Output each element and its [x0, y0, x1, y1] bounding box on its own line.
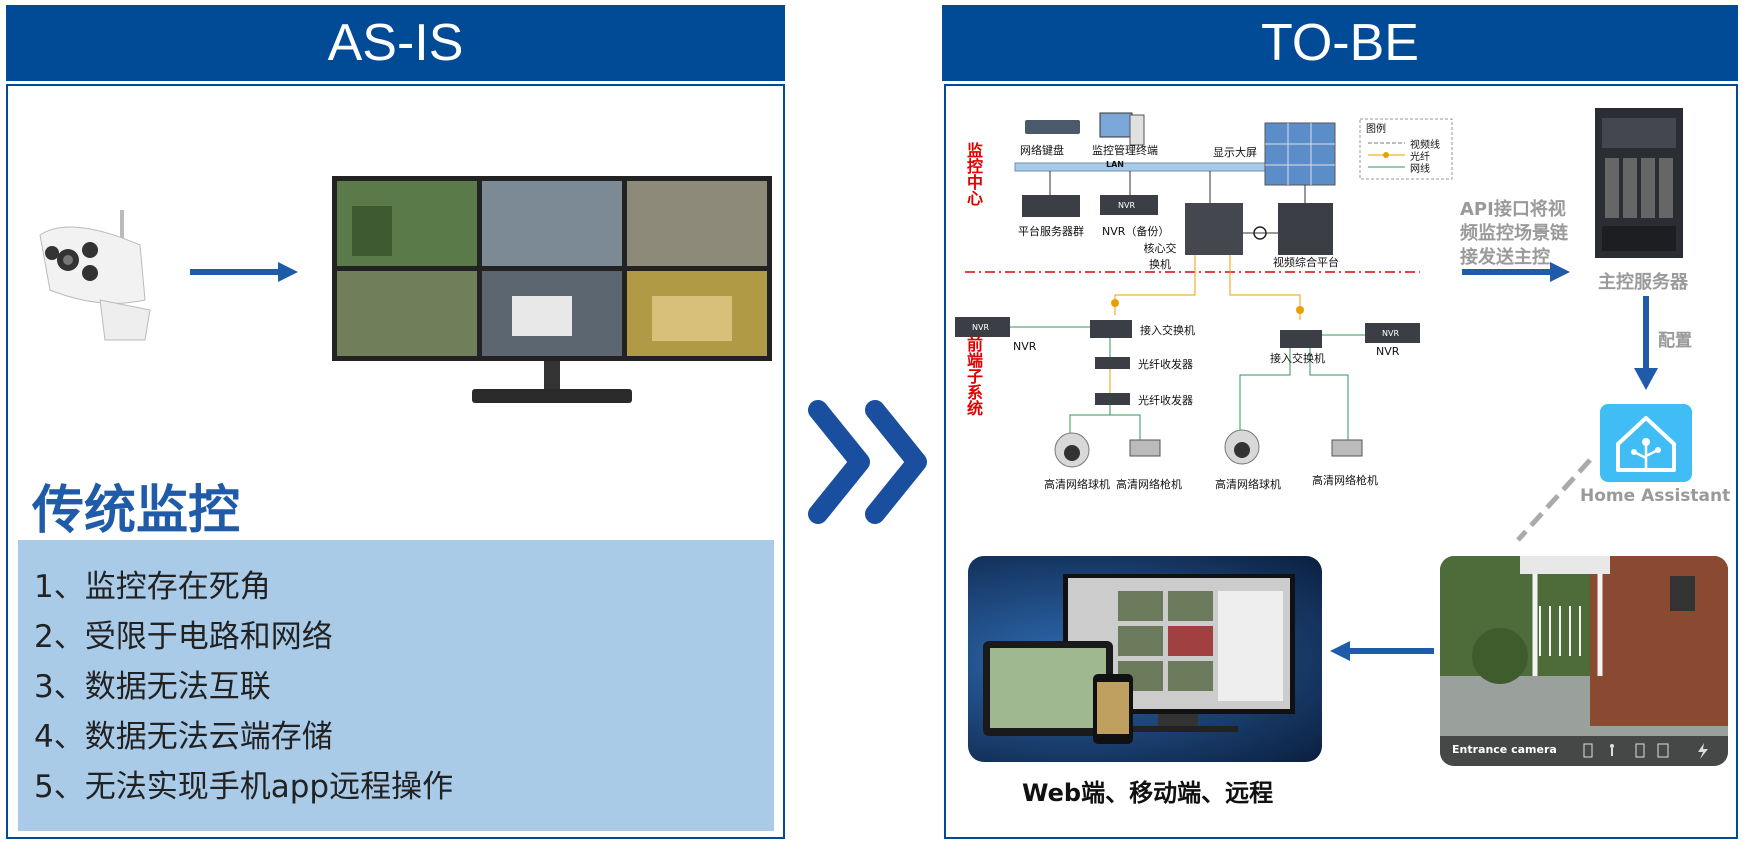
label-nvr-backup: NVR（备份）: [1102, 225, 1170, 238]
label-dome-1: 高清网络球机: [1044, 478, 1110, 491]
label-access-switch-2: 接入交换机: [1270, 352, 1325, 365]
label-lan: LAN: [1106, 160, 1124, 169]
api-description: API接口将视 频监控场景链 接发送主控: [1460, 198, 1568, 270]
flow-arrow: [190, 262, 298, 282]
label-bullet-1: 高清网络枪机: [1116, 478, 1182, 491]
home-assistant-icon: [1600, 404, 1692, 482]
ptz-camera-image: [39, 210, 151, 341]
multi-device-image: [983, 574, 1295, 744]
server-tower-image: [1595, 108, 1683, 258]
entrance-camera-card: Entrance camera: [1440, 556, 1728, 766]
label-video-platform: 视频综合平台: [1273, 256, 1339, 269]
left-flow-arrow: [1330, 641, 1434, 661]
to-be-header: TO-BE: [942, 5, 1738, 81]
issue-item: 4、数据无法云端存储: [34, 719, 333, 755]
double-chevron-icon: [808, 400, 927, 524]
legend-video-line: 视频线: [1410, 140, 1440, 151]
api-text-line: 频监控场景链: [1460, 223, 1568, 244]
label-fiber-1: 光纤收发器: [1138, 358, 1193, 371]
config-arrow: [1634, 296, 1658, 390]
monitor-wall-image: [332, 176, 772, 403]
label-nvr-right: NVR: [1376, 345, 1400, 358]
zone-label-front-end: 前端子系统: [964, 336, 983, 416]
issue-item: 5、无法实现手机app远程操作: [34, 769, 454, 805]
issue-item: 1、监控存在死角: [34, 569, 271, 605]
label-fiber-2: 光纤收发器: [1138, 394, 1193, 407]
label-nvr-left: NVR: [1013, 340, 1037, 353]
svg-text:NVR: NVR: [1118, 201, 1135, 210]
zone-label-monitor-center: 监控中心: [964, 142, 983, 206]
legend-fiber: 光纤: [1410, 152, 1430, 163]
label-access-switch-1: 接入交换机: [1140, 324, 1195, 337]
network-diagram: NVR NVR NVR: [955, 112, 1453, 468]
label-core-switch: 核心交换机: [1143, 242, 1177, 271]
as-is-title: 传统监控: [32, 481, 241, 541]
config-label: 配置: [1658, 331, 1692, 351]
as-is-header: AS-IS: [6, 5, 785, 81]
api-arrow: [1462, 262, 1570, 282]
label-dome-2: 高清网络球机: [1215, 478, 1281, 491]
api-text-line: API接口将视: [1460, 199, 1566, 220]
entrance-camera-image: [1440, 556, 1728, 766]
issue-item: 2、受限于电路和网络: [34, 619, 333, 655]
camera-control-icons[interactable]: [1580, 742, 1720, 760]
devices-card: [968, 556, 1322, 762]
svg-text:NVR: NVR: [1382, 329, 1399, 338]
issue-item: 3、数据无法互联: [34, 669, 271, 705]
label-bigscreen: 显示大屏: [1213, 146, 1257, 159]
legend-title: 图例: [1366, 124, 1386, 135]
home-assistant-label: Home Assistant: [1580, 486, 1731, 506]
label-terminal: 监控管理终端: [1092, 144, 1158, 157]
api-text-line: 接发送主控: [1460, 247, 1550, 268]
web-caption: Web端、移动端、远程: [1022, 779, 1274, 807]
dashed-connector: [1516, 458, 1592, 542]
label-servers: 平台服务器群: [1018, 225, 1084, 238]
svg-text:NVR: NVR: [972, 323, 989, 332]
legend-network-cable: 网线: [1410, 164, 1430, 175]
entrance-camera-label: Entrance camera: [1452, 743, 1557, 756]
label-keyboard: 网络键盘: [1020, 144, 1064, 157]
issues-box: 1、监控存在死角 2、受限于电路和网络 3、数据无法互联 4、数据无法云端存储 …: [18, 540, 774, 831]
main-server-label: 主控服务器: [1598, 272, 1688, 293]
label-bullet-2: 高清网络枪机: [1312, 474, 1378, 487]
